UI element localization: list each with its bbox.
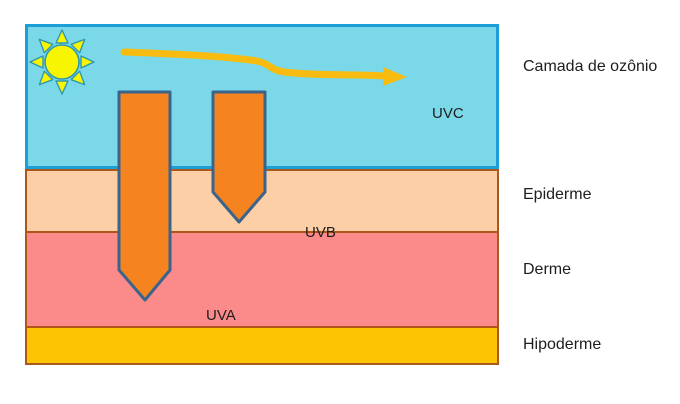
layer-ozone <box>25 24 499 169</box>
ozone-layer-label: Camada de ozônio <box>523 58 658 75</box>
derme-label: Derme <box>523 261 572 278</box>
epiderme-label: Epiderme <box>523 186 592 203</box>
layer-derme <box>27 231 497 326</box>
uvc-label: UVC <box>432 105 464 122</box>
uvb-label: UVB <box>305 224 336 241</box>
layer-hipoderme <box>27 326 497 363</box>
skin-diagram: UVC UVB UVA <box>25 24 499 365</box>
uva-label: UVA <box>206 307 236 324</box>
layer-epiderme <box>27 171 497 231</box>
hipoderme-label: Hipoderme <box>523 336 602 353</box>
skin-layers-block <box>25 169 499 365</box>
